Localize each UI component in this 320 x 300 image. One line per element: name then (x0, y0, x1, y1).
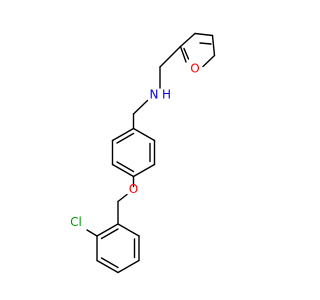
central-benzene-ring (111, 127, 156, 178)
amine-nitrogen-label: N (150, 88, 159, 102)
molecule-structure: O N H O Cl (70, 32, 216, 274)
chlorine-label: Cl (70, 215, 82, 229)
atom-labels: O N H O Cl (70, 62, 200, 230)
amine-linker (132, 45, 182, 130)
amine-hydrogen-label: H (162, 88, 171, 102)
ether-oxygen-label: O (129, 182, 138, 196)
furan-oxygen-label: O (190, 62, 199, 76)
chlorophenyl-ring (86, 223, 140, 274)
furan-ring (179, 32, 216, 68)
ether-linker (117, 175, 135, 225)
